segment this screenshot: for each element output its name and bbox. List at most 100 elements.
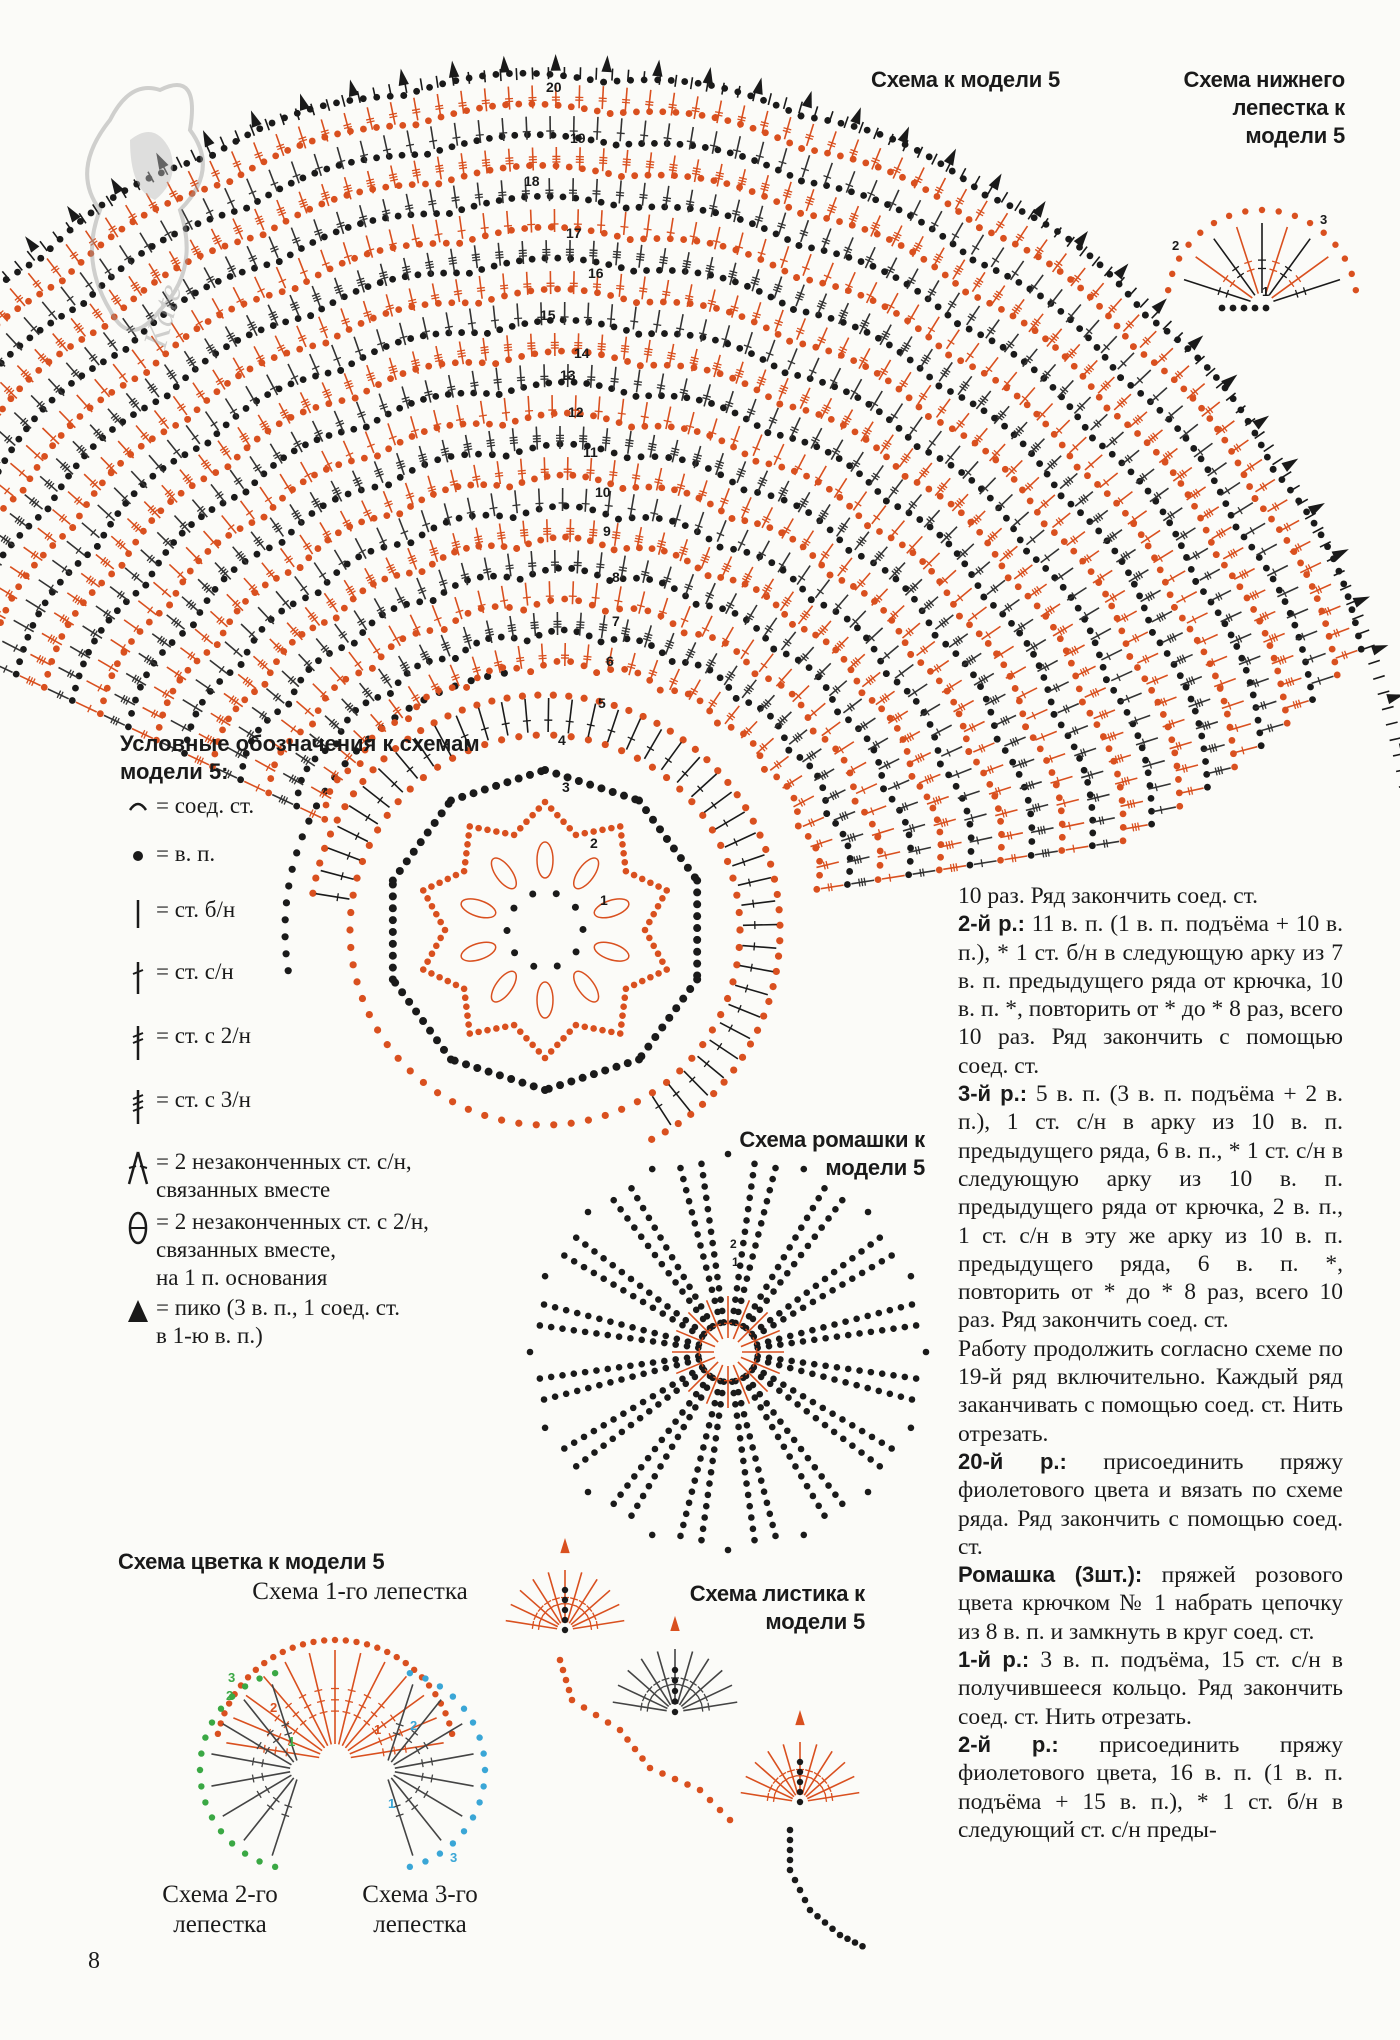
stitch-post — [717, 520, 726, 541]
chain-stitch-dot — [1071, 363, 1078, 370]
chain-stitch-dot — [761, 766, 768, 773]
chain-stitch-dot — [624, 358, 631, 365]
chain-stitch-dot — [805, 509, 812, 516]
chain-stitch-dot — [573, 1022, 580, 1029]
chain-stitch-dot — [816, 858, 823, 865]
chain-stitch-dot — [1202, 758, 1209, 765]
stitch-post — [491, 493, 495, 516]
chain-stitch-dot — [801, 439, 808, 446]
stitch-post — [832, 637, 848, 653]
stitch-bar — [706, 268, 714, 270]
chain-stitch-dot — [871, 646, 878, 653]
chain-stitch-dot — [694, 238, 701, 245]
chain-stitch-dot — [926, 619, 933, 626]
chain-stitch-dot — [58, 633, 65, 640]
chain-stitch-dot — [452, 655, 459, 662]
chain-stitch-dot — [619, 1012, 626, 1019]
stitch-post — [167, 667, 186, 680]
chain-stitch-dot — [1168, 736, 1175, 743]
chain-stitch-dot — [1157, 566, 1164, 573]
chain-stitch-dot — [1126, 653, 1133, 660]
chain-stitch-dot — [611, 546, 618, 553]
chain-stitch-dot — [434, 456, 441, 463]
chain-stitch-dot — [729, 978, 736, 985]
chain-stitch-dot — [736, 926, 743, 933]
chain-stitch-dot — [169, 639, 176, 646]
chain-stitch-dot — [395, 213, 402, 220]
chain-stitch-dot — [659, 895, 666, 902]
stitch-bar — [616, 192, 624, 193]
chain-stitch-dot — [855, 512, 862, 519]
chain-stitch-dot — [371, 348, 378, 355]
chain-stitch-dot — [216, 678, 223, 685]
chain-stitch-dot — [0, 468, 2, 475]
chain-stitch-dot — [932, 632, 939, 639]
chain-stitch-dot — [542, 799, 549, 806]
chain-stitch-dot — [960, 432, 967, 439]
chain-stitch-dot — [97, 396, 104, 403]
chain-stitch-dot — [164, 392, 171, 399]
chain-stitch-dot — [754, 489, 761, 496]
stitch-bar — [530, 622, 538, 623]
chain-stitch-dot — [132, 539, 139, 546]
chain-stitch-dot — [619, 841, 626, 848]
stitch-post — [1165, 571, 1185, 582]
stitch-bar — [449, 263, 457, 264]
stitch-bar — [685, 295, 693, 297]
chain-stitch-dot — [114, 607, 121, 614]
stitch-bar — [613, 257, 621, 258]
chain-stitch-dot — [789, 691, 796, 698]
chain-stitch-dot — [568, 733, 575, 740]
chain-stitch-dot — [157, 507, 164, 514]
chain-stitch-dot — [911, 596, 918, 603]
stitch-bar — [487, 445, 495, 446]
chain-stitch-dot — [598, 446, 605, 453]
stitch-bar — [798, 576, 805, 581]
chain-stitch-dot — [339, 260, 346, 267]
chain-stitch-dot — [560, 1035, 567, 1042]
stitch-bar — [605, 505, 613, 506]
chain-stitch-dot — [586, 781, 594, 789]
chain-stitch-dot — [1195, 720, 1202, 727]
stitch-bar — [653, 324, 661, 325]
chain-stitch-dot — [1221, 698, 1228, 705]
chain-stitch-dot — [657, 687, 664, 694]
chain-stitch-dot — [789, 435, 796, 442]
chain-stitch-dot — [1117, 784, 1124, 791]
chain-stitch-dot — [513, 545, 520, 552]
chain-stitch-dot — [1031, 366, 1038, 373]
chain-stitch-dot — [203, 649, 210, 656]
chain-stitch-dot — [1110, 687, 1117, 694]
chain-stitch-dot — [635, 331, 642, 338]
chain-stitch-dot — [529, 256, 536, 263]
chain-stitch-dot — [1233, 643, 1240, 650]
stitch-post — [608, 710, 619, 742]
stitch-bar — [502, 412, 510, 413]
stitch-bar — [1106, 839, 1107, 847]
chain-stitch-dot — [936, 532, 943, 539]
stitch-post — [250, 456, 263, 475]
chain-stitch-dot — [1077, 509, 1084, 516]
stitch-post — [585, 489, 586, 512]
chain-stitch-dot — [548, 224, 555, 231]
chain-stitch-dot — [765, 460, 772, 467]
chain-stitch-dot — [1074, 464, 1081, 471]
stitch-post — [996, 494, 1013, 510]
stitch-bar — [589, 532, 597, 533]
stitch-bar — [426, 264, 434, 266]
stitch-bar — [648, 446, 656, 447]
chain-stitch-dot — [997, 818, 1004, 825]
stitch-bar — [517, 380, 525, 381]
chain-stitch-dot — [567, 658, 574, 665]
chain-stitch-dot — [16, 658, 23, 665]
chain-stitch-dot — [85, 649, 92, 656]
chain-stitch-dot — [529, 445, 536, 452]
chain-stitch-dot — [793, 274, 800, 281]
chain-stitch-dot — [440, 270, 447, 277]
chain-stitch-dot — [420, 332, 427, 339]
stitch-bar — [1128, 801, 1130, 809]
stitch-post — [1074, 397, 1090, 413]
chain-stitch-dot — [108, 672, 115, 679]
chain-stitch-dot — [893, 576, 900, 583]
stitch-post — [601, 210, 602, 233]
